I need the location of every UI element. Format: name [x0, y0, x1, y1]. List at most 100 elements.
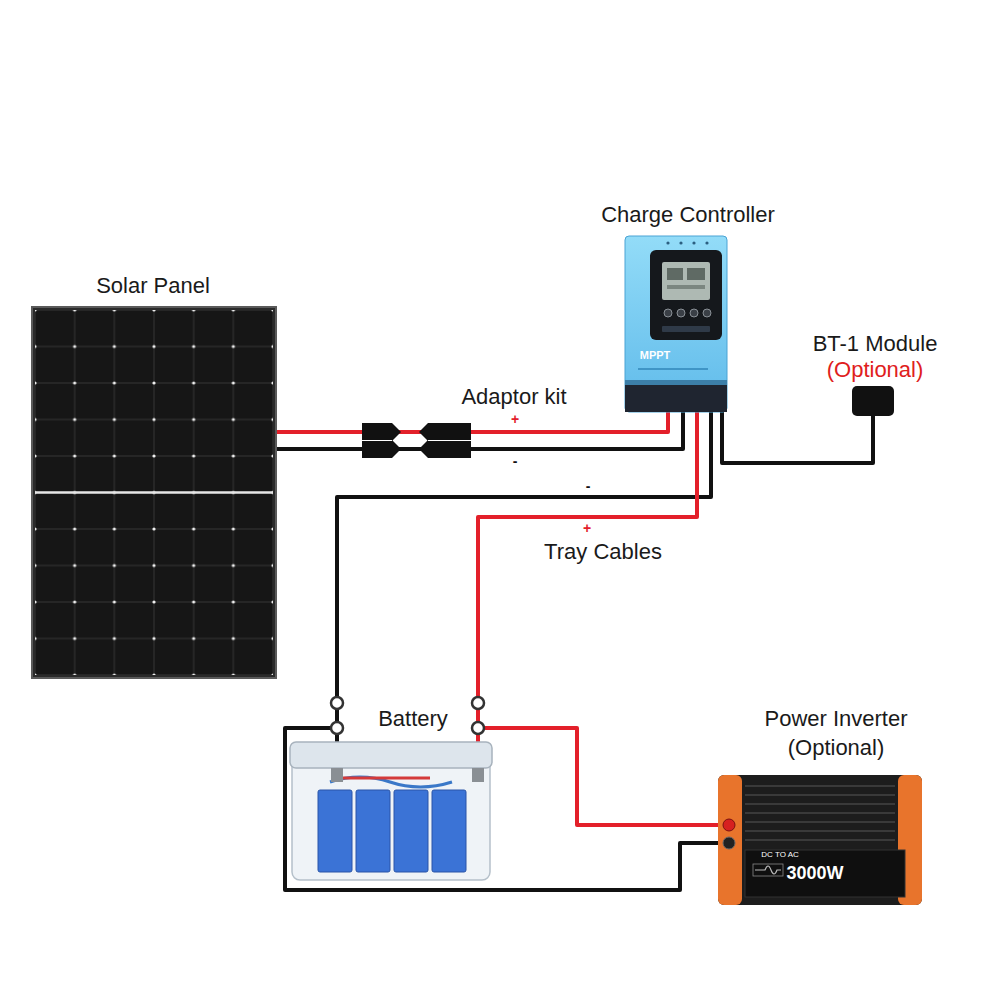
text-holder: Power Inverter (Optional) [736, 705, 936, 762]
panel-frame [32, 307, 276, 678]
plug-gap [428, 440, 471, 441]
battery-cell [356, 790, 390, 872]
wire [276, 412, 668, 432]
button [664, 309, 672, 317]
text-holder: BT-1 Module [813, 331, 938, 356]
wire [478, 728, 718, 825]
power-rating: 3000W [786, 863, 843, 884]
status-led [679, 241, 682, 244]
controller-rim [625, 380, 727, 385]
wire [337, 412, 711, 742]
inverter-illustration [718, 775, 922, 905]
text-holder: + [583, 521, 591, 535]
wire [722, 412, 873, 463]
brand-mark: MPPT [640, 349, 671, 362]
text-holder: Solar Panel [96, 273, 210, 298]
optional-note: (Optional) [827, 357, 924, 382]
ring-terminal [472, 722, 484, 734]
text-holder: 3000W [786, 863, 843, 884]
positive-terminal [723, 819, 735, 831]
text-holder: Tray Cables [544, 539, 662, 564]
text-holder: MPPT [640, 349, 671, 362]
node-title: Solar Panel [96, 273, 210, 298]
polarity-sign: + [511, 412, 519, 426]
mc4-plug [419, 440, 471, 458]
inverter-panel [745, 850, 905, 897]
panel-cells [35, 310, 273, 675]
status-led [692, 241, 695, 244]
status-led [705, 241, 708, 244]
polarity-sign: - [513, 454, 518, 468]
text-holder: + [511, 412, 519, 426]
text-holder: - [513, 454, 518, 468]
status-led [666, 241, 669, 244]
battery-cell [394, 790, 428, 872]
lcd-digit [687, 268, 705, 280]
bt-module: BT-1 Module(Optional) [852, 386, 894, 416]
ring-terminal [472, 697, 484, 709]
inverter-body [718, 775, 922, 905]
negative-terminal [723, 837, 735, 849]
battery-illustration [290, 742, 492, 880]
text-holder: Battery [378, 706, 448, 731]
model-text: DC TO AC [761, 850, 799, 859]
logo-strip [662, 326, 710, 332]
wire [276, 412, 683, 449]
button [690, 309, 698, 317]
battery-post [331, 768, 343, 782]
sine-symbol [755, 866, 781, 874]
button [703, 309, 711, 317]
ring-terminals [331, 697, 484, 734]
battery-busbar [340, 777, 430, 780]
panel-divider [35, 491, 273, 494]
solar-panel: Solar Panel [32, 307, 276, 678]
battery-cell [318, 790, 352, 872]
adaptor-kit-illustration [362, 423, 471, 458]
mc4-plug [362, 440, 401, 458]
plug-gap [362, 440, 392, 441]
sine-frame [753, 864, 783, 876]
node-title: Battery [378, 706, 448, 731]
battery-busbar [330, 777, 452, 787]
controller-screen [650, 250, 722, 340]
charge-controller-illustration [625, 236, 727, 412]
battery-cell [432, 790, 466, 872]
charge-controller: Charge ControllerMPPT [625, 236, 727, 412]
controller-base [625, 384, 727, 412]
controller-body [625, 236, 727, 412]
lcd [662, 262, 710, 300]
part-label: Adaptor kit [461, 384, 566, 409]
polarity-sign: - [586, 479, 591, 493]
solar-panel-illustration [32, 307, 276, 678]
inverter-fins [745, 786, 895, 840]
battery-lid [290, 742, 492, 768]
node-title: Power Inverter (Optional) [736, 705, 936, 762]
battery-post [472, 768, 484, 782]
text-holder: - [586, 479, 591, 493]
text-holder: DC TO AC [761, 850, 799, 859]
inverter-cap [718, 775, 742, 905]
ring-terminal [331, 697, 343, 709]
power-inverter: Power Inverter (Optional)DC TO AC3000W [718, 775, 922, 905]
part-label: Tray Cables [544, 539, 662, 564]
text-holder: Charge Controller [601, 202, 775, 227]
lcd-bar [667, 285, 705, 289]
battery: Battery [290, 742, 492, 882]
text-holder: Adaptor kit [461, 384, 566, 409]
button [677, 309, 685, 317]
spec-line [638, 368, 708, 370]
mc4-plug [362, 423, 401, 441]
wire [285, 728, 718, 890]
node-title: BT-1 Module [813, 331, 938, 356]
ring-terminal [331, 722, 343, 734]
polarity-sign: + [583, 521, 591, 535]
wire [478, 412, 697, 742]
lcd-digit [667, 268, 683, 280]
node-title: Charge Controller [601, 202, 775, 227]
bt-module-illustration [852, 386, 894, 416]
